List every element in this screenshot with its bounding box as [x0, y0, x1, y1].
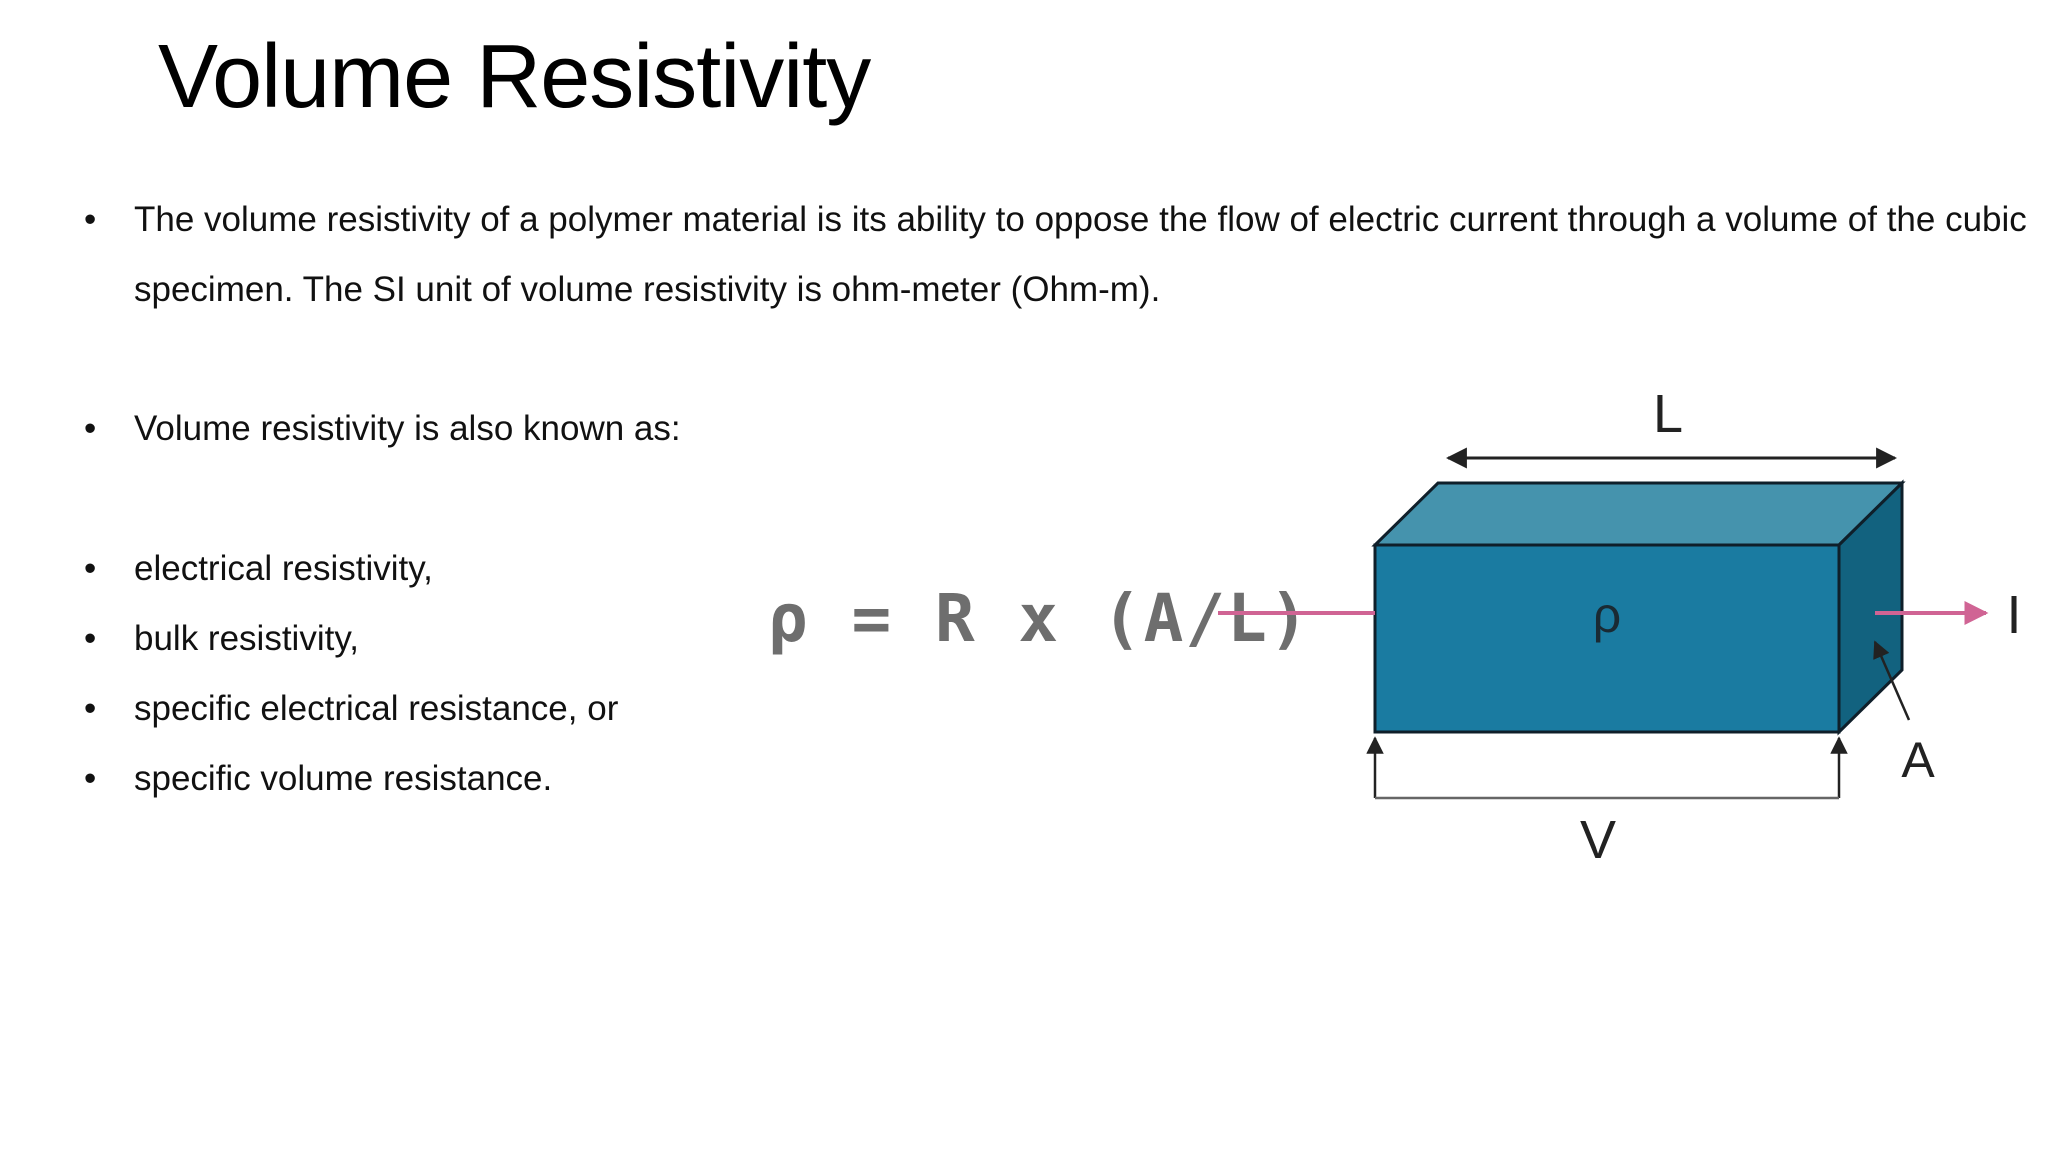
- bullet-aka-intro-text: Volume resistivity is also known as:: [134, 409, 681, 448]
- bullet-aka-item-text: electrical resistivity,: [134, 549, 433, 588]
- bullet-definition: • The volume resistivity of a polymer ma…: [84, 185, 2034, 325]
- bullet-aka-item: • electrical resistivity,: [84, 534, 433, 604]
- bullet-dot: •: [84, 759, 97, 798]
- bullet-aka-item-text: bulk resistivity,: [134, 619, 359, 658]
- bullet-aka-item-text: specific volume resistance.: [134, 759, 553, 798]
- slide-title: Volume Resistivity: [158, 27, 871, 127]
- bullet-aka-intro: • Volume resistivity is also known as:: [84, 394, 681, 464]
- area-label: A: [1901, 732, 1935, 788]
- voltage-label: V: [1580, 810, 1616, 870]
- block-top-face: [1371, 481, 1906, 547]
- current-label: I: [2006, 585, 2021, 645]
- resistivity-block-diagram: L ρ I A V: [1218, 384, 2022, 870]
- bullet-aka-item-text: specific electrical resistance, or: [134, 689, 619, 728]
- bullet-dot: •: [84, 689, 97, 728]
- area-pointer-arrow: [1873, 640, 1911, 721]
- bullet-aka-item: • specific electrical resistance, or: [84, 674, 618, 744]
- bullet-dot: •: [84, 619, 97, 658]
- bullet-aka-item: • specific volume resistance.: [84, 744, 552, 814]
- bullet-dot: •: [84, 549, 97, 588]
- length-label: L: [1653, 384, 1683, 444]
- resistivity-formula: ρ = R x (A/L): [768, 580, 1311, 657]
- bullet-dot: •: [84, 200, 97, 239]
- block-front-face: [1373, 543, 1841, 734]
- bullet-dot: •: [84, 409, 97, 448]
- rho-label: ρ: [1593, 587, 1621, 643]
- bullet-aka-item: • bulk resistivity,: [84, 604, 359, 674]
- bullet-definition-text: The volume resistivity of a polymer mate…: [134, 200, 2027, 309]
